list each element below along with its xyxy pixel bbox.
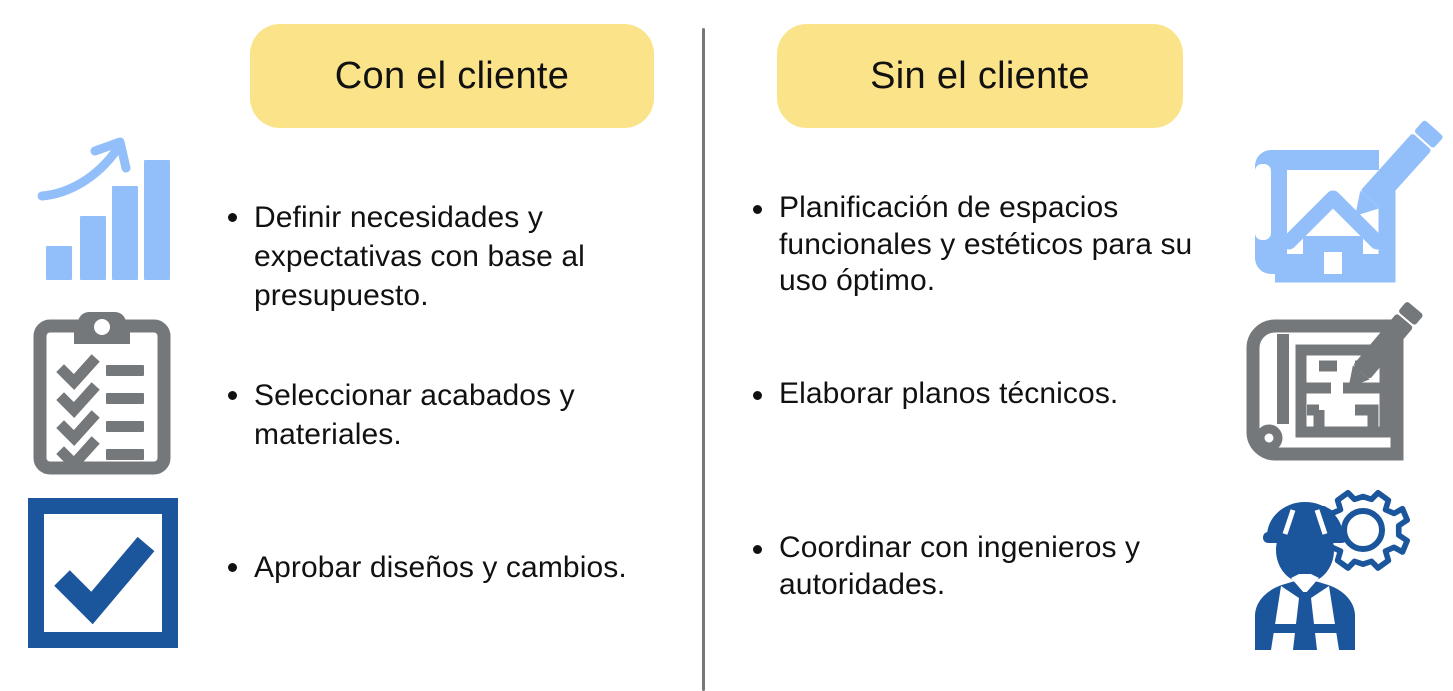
list-item: Coordinar con ingenieros y autoridades. [753, 530, 1193, 603]
bullet-marker [753, 391, 762, 400]
checkbox-checked-icon [28, 498, 178, 648]
column-header-sin-el-cliente: Sin el cliente [777, 24, 1183, 128]
bullet-marker [753, 205, 762, 214]
list-item: Elaborar planos técnicos. [753, 376, 1193, 413]
list-item: Definir necesidades y expectativas con b… [228, 198, 678, 315]
list-item: Seleccionar acabados y materiales. [228, 376, 678, 454]
column-divider [702, 28, 705, 691]
bullet-text: Elaborar planos técnicos. [779, 377, 1119, 410]
list-item: Aprobar diseños y cambios. [228, 548, 703, 587]
list-item: Planificación de espacios funcionales y … [753, 190, 1193, 300]
bullet-text: Aprobar diseños y cambios. [254, 551, 627, 584]
bar-chart-growth-icon [37, 137, 170, 284]
clipboard-checklist-icon [33, 308, 171, 475]
bullet-text: Seleccionar acabados y materiales. [254, 379, 575, 451]
bullet-text: Coordinar con ingenieros y autoridades. [779, 531, 1141, 601]
bullet-text: Definir necesidades y expectativas con b… [254, 201, 585, 312]
column-header-con-el-cliente: Con el cliente [250, 24, 654, 128]
blueprint-house-pencil-icon [1241, 120, 1443, 288]
bullet-text: Planificación de espacios funcionales y … [779, 191, 1193, 298]
floorplan-blueprint-pencil-icon [1243, 302, 1423, 466]
engineer-gear-icon [1251, 488, 1427, 650]
bullet-marker [228, 213, 237, 222]
bullet-marker [753, 545, 762, 554]
column-con-el-cliente: Con el cliente [0, 0, 702, 691]
bullet-marker [228, 563, 237, 572]
bullet-marker [228, 391, 237, 400]
column-sin-el-cliente: Sin el cliente [705, 0, 1453, 691]
